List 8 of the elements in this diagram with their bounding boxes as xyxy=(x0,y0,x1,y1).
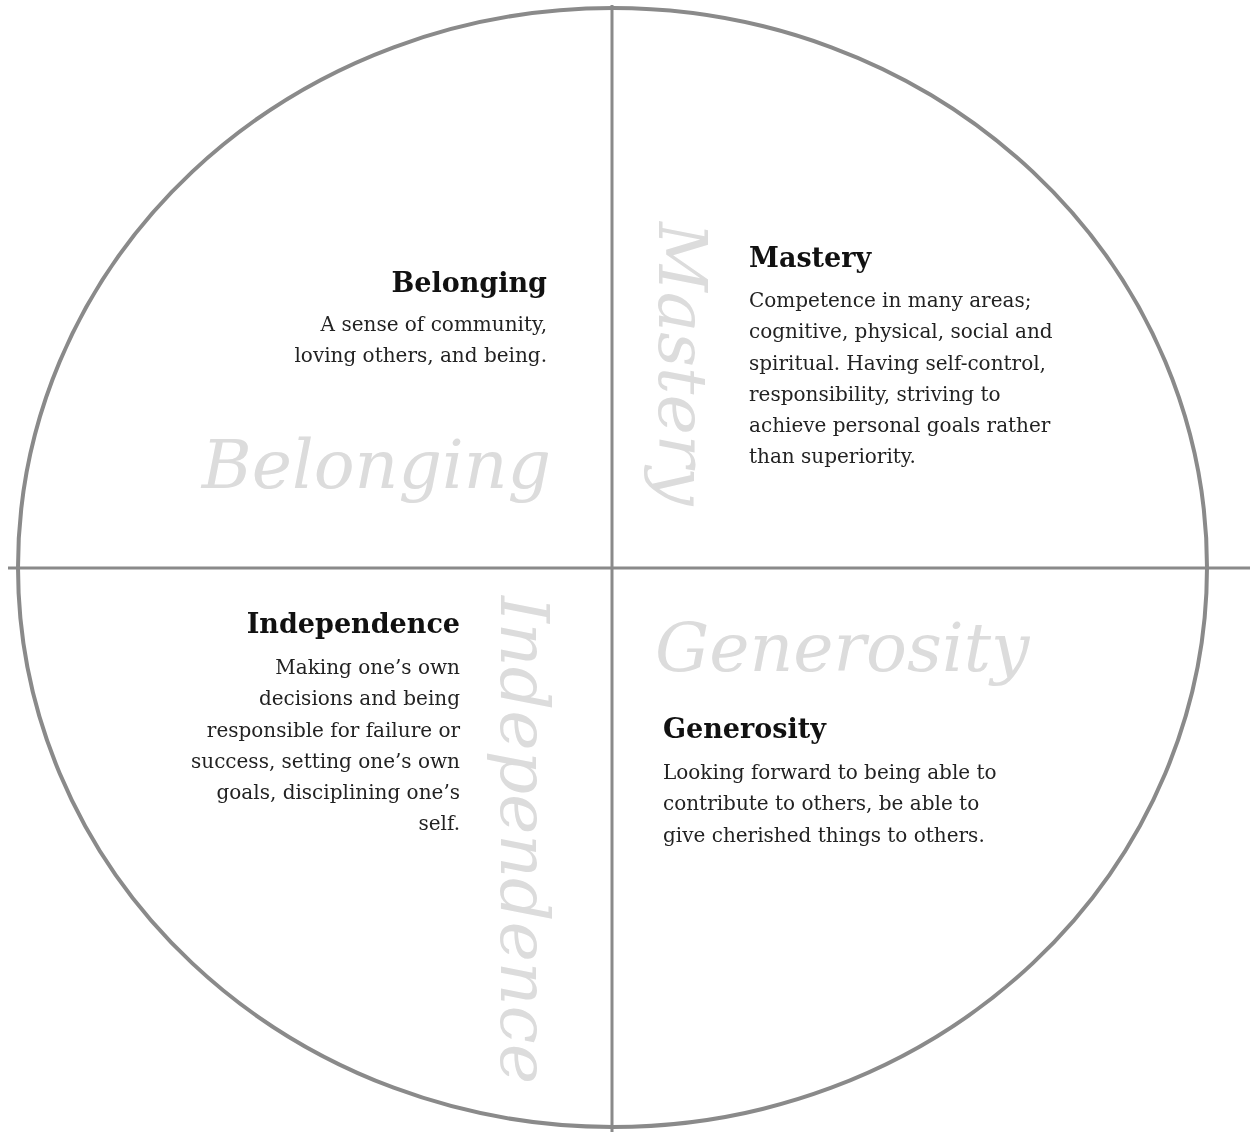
heading: Mastery xyxy=(749,241,873,275)
heading: Belonging xyxy=(390,266,547,300)
description: Making one’s own decisions and being responsible for failure or success, setting one’s own goals, disciplining one’s self. xyxy=(190,654,460,838)
description: A sense of community, loving others, and being. xyxy=(293,311,547,370)
heading: Independence xyxy=(245,607,460,641)
heading: Generosity xyxy=(663,712,828,746)
description: Competence in many areas; cognitive, physical, social and spiritual. Having self-control, responsibility, striving to achieve personal goals rather than superiority. xyxy=(749,287,1054,471)
description: Looking forward to being able to contribute to others, be able to give cherished things to others. xyxy=(663,759,998,849)
